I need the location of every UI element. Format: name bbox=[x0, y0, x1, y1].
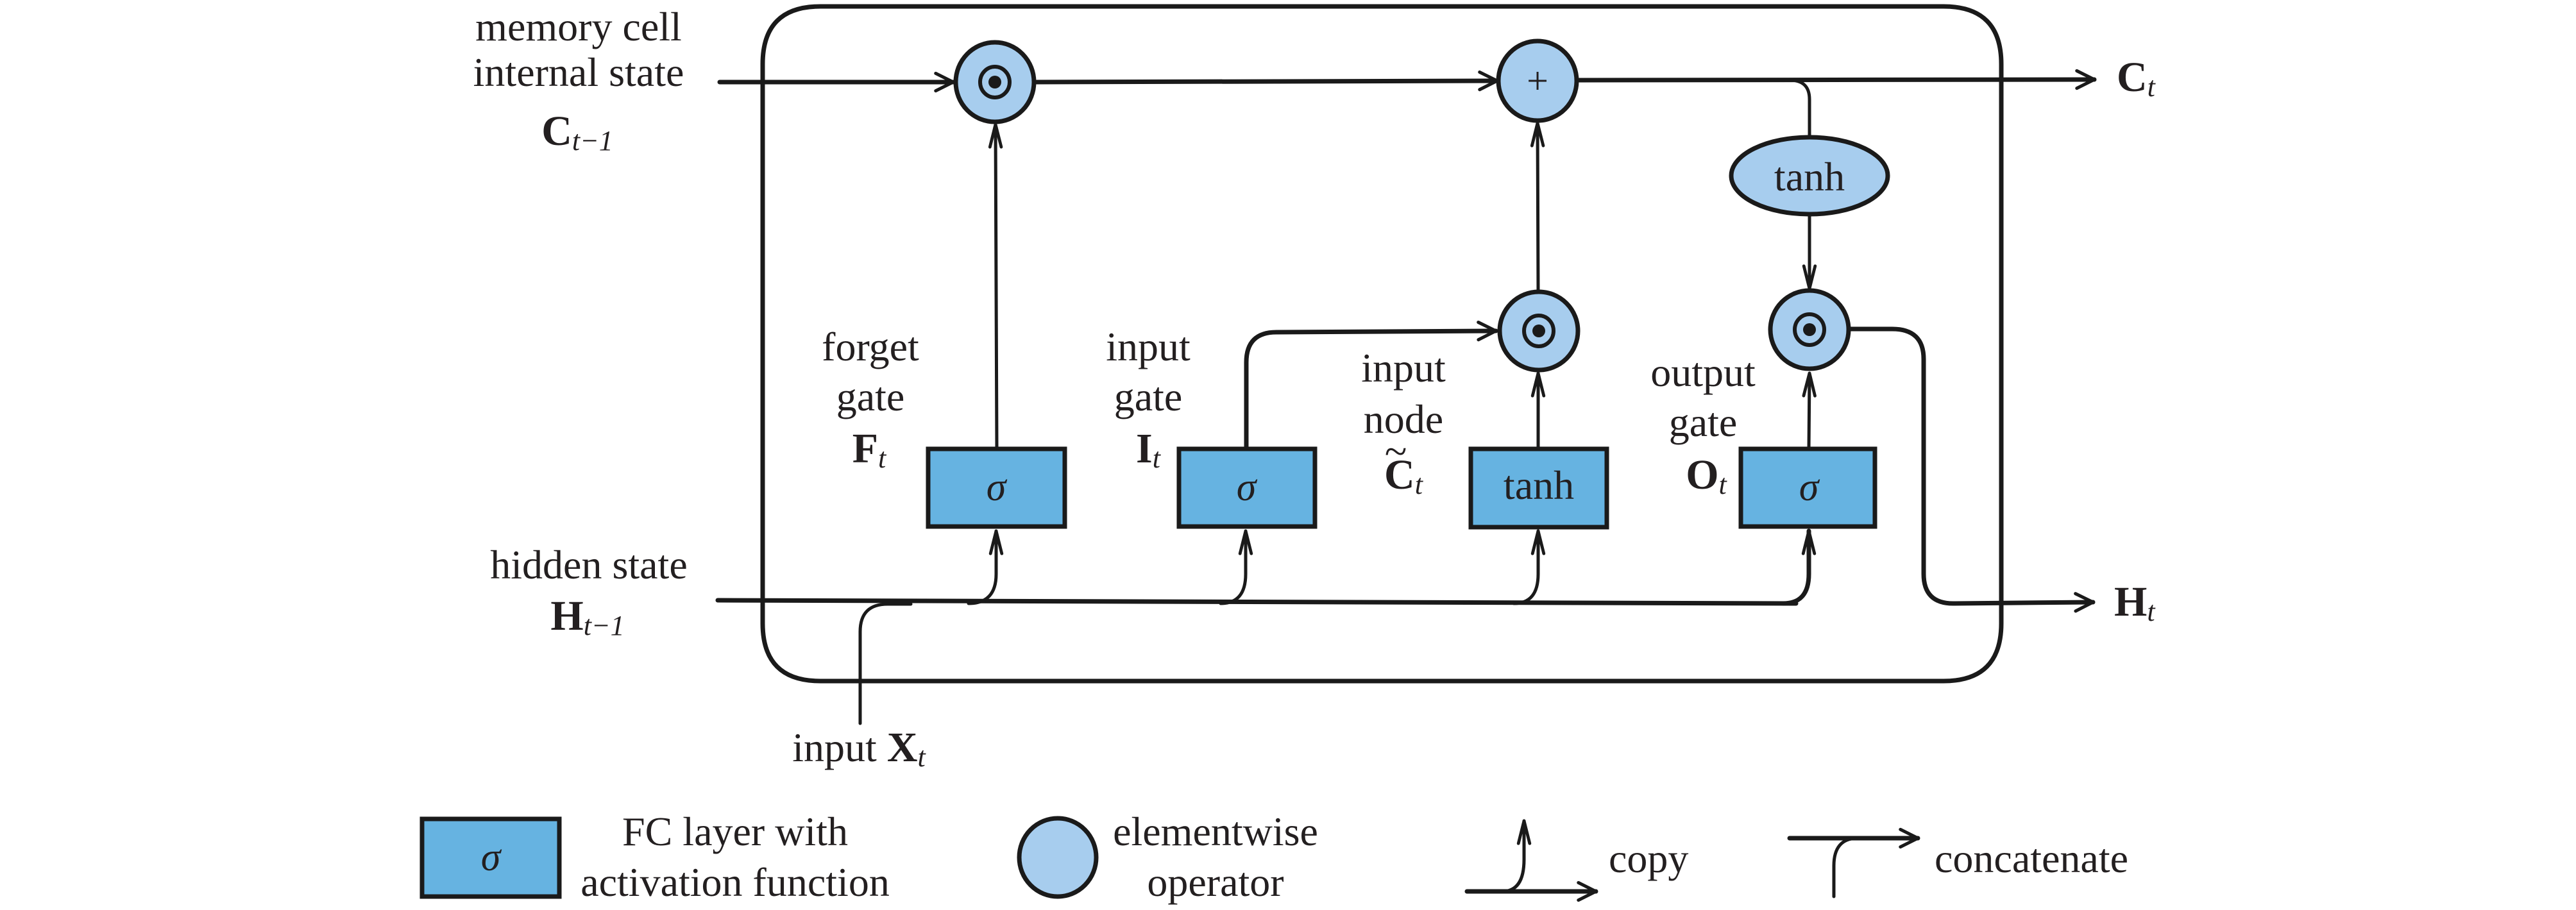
svg-text:Ot: Ot bbox=[1686, 451, 1727, 500]
input-gate-label: input gate It bbox=[1106, 324, 1191, 474]
svg-text:Ct: Ct bbox=[1384, 451, 1424, 500]
output-multiply-operator bbox=[1768, 288, 1851, 371]
svg-text:gate: gate bbox=[1669, 400, 1738, 445]
input-node-label: input node ~ Ct bbox=[1361, 345, 1446, 500]
cell-tanh-label: tanh bbox=[1774, 154, 1845, 199]
bus-to-forget-line bbox=[967, 529, 1004, 605]
svg-text:internal state: internal state bbox=[473, 49, 684, 95]
hidden-state-output-label: Ht bbox=[2114, 578, 2156, 627]
sigma-icon: σ bbox=[987, 466, 1008, 509]
svg-text:concatenate: concatenate bbox=[1935, 836, 2128, 881]
cell-state-mid-line bbox=[1032, 70, 1500, 92]
svg-text:It: It bbox=[1136, 425, 1162, 474]
forget-gate-layer: σ bbox=[926, 446, 1067, 529]
input-gate-to-mult-line bbox=[1244, 321, 1498, 451]
bus-to-output-gate-line bbox=[1781, 528, 1817, 606]
odot-icon bbox=[1793, 312, 1826, 347]
svg-text:gate: gate bbox=[836, 374, 905, 419]
svg-text:input: input bbox=[1106, 324, 1191, 369]
legend-copy: copy bbox=[1464, 819, 1688, 902]
svg-text:Ht: Ht bbox=[2114, 578, 2156, 627]
svg-text:gate: gate bbox=[1114, 374, 1183, 419]
sigma-icon: σ bbox=[1237, 466, 1258, 509]
svg-text:operator: operator bbox=[1147, 859, 1284, 905]
memory-cell-input-label: memory cell internal state Ct−1 bbox=[473, 4, 684, 156]
cell-add-operator: + bbox=[1496, 38, 1579, 123]
svg-text:forget: forget bbox=[822, 324, 919, 369]
input-x-label: input Xt bbox=[792, 724, 926, 773]
svg-text:input Xt: input Xt bbox=[792, 724, 926, 773]
legend: σ FC layer with activation function elem… bbox=[419, 809, 2128, 905]
output-gate-layer: σ bbox=[1738, 446, 1877, 529]
legend-elementwise: elementwise operator bbox=[1017, 809, 1318, 905]
svg-text:Ft: Ft bbox=[852, 425, 887, 474]
sigma-icon: σ bbox=[1799, 466, 1820, 509]
legend-fc-layer: σ FC layer with activation function bbox=[419, 809, 890, 905]
cell-tanh-operator: tanh bbox=[1729, 135, 1890, 217]
svg-text:Ct−1: Ct−1 bbox=[541, 108, 613, 156]
input-x-line bbox=[858, 602, 913, 725]
bus-to-input-node-line bbox=[1512, 529, 1546, 605]
svg-text:output: output bbox=[1650, 350, 1756, 395]
elementwise-operator-swatch bbox=[1017, 816, 1099, 899]
tanh-label: tanh bbox=[1504, 462, 1574, 508]
forget-gate-label: forget gate Ft bbox=[822, 324, 919, 474]
svg-text:hidden state: hidden state bbox=[490, 542, 687, 587]
hidden-state-input-label: hidden state Ht−1 bbox=[490, 542, 687, 641]
svg-text:activation function: activation function bbox=[580, 859, 890, 905]
cell-to-tanh-line bbox=[1788, 78, 1811, 139]
svg-text:node: node bbox=[1364, 396, 1443, 442]
input-node-layer: tanh bbox=[1468, 446, 1609, 530]
concatenate-branch-icon bbox=[1832, 836, 1859, 898]
svg-text:Ct: Ct bbox=[2117, 54, 2157, 103]
plus-icon: + bbox=[1527, 60, 1548, 102]
cell-boundary bbox=[760, 4, 2004, 684]
copy-branch-icon bbox=[1500, 819, 1532, 893]
hidden-state-bus-line bbox=[715, 598, 1799, 606]
legend-concatenate: concatenate bbox=[1787, 827, 2128, 898]
svg-text:memory cell: memory cell bbox=[475, 4, 682, 49]
svg-text:Ht−1: Ht−1 bbox=[550, 593, 624, 641]
svg-text:input: input bbox=[1361, 345, 1446, 391]
odot-icon bbox=[1522, 314, 1555, 348]
output-mult-to-hidden-line bbox=[1846, 326, 2096, 613]
cell-state-output-label: Ct bbox=[2117, 54, 2157, 103]
forget-multiply-operator bbox=[953, 40, 1037, 124]
odot-icon bbox=[978, 65, 1012, 99]
forget-gate-to-mult-line bbox=[988, 122, 1003, 451]
input-multiply-operator bbox=[1497, 289, 1580, 373]
svg-text:copy: copy bbox=[1609, 836, 1688, 881]
svg-text:elementwise: elementwise bbox=[1113, 809, 1318, 854]
tilde-accent: ~ bbox=[1385, 428, 1407, 474]
bus-to-input-gate-line bbox=[1219, 529, 1253, 605]
fc-layer-swatch bbox=[419, 816, 562, 899]
sigma-icon: σ bbox=[481, 836, 502, 879]
svg-text:FC layer with: FC layer with bbox=[622, 809, 848, 854]
output-gate-label: output gate Ot bbox=[1650, 350, 1756, 500]
input-gate-layer: σ bbox=[1176, 446, 1318, 529]
